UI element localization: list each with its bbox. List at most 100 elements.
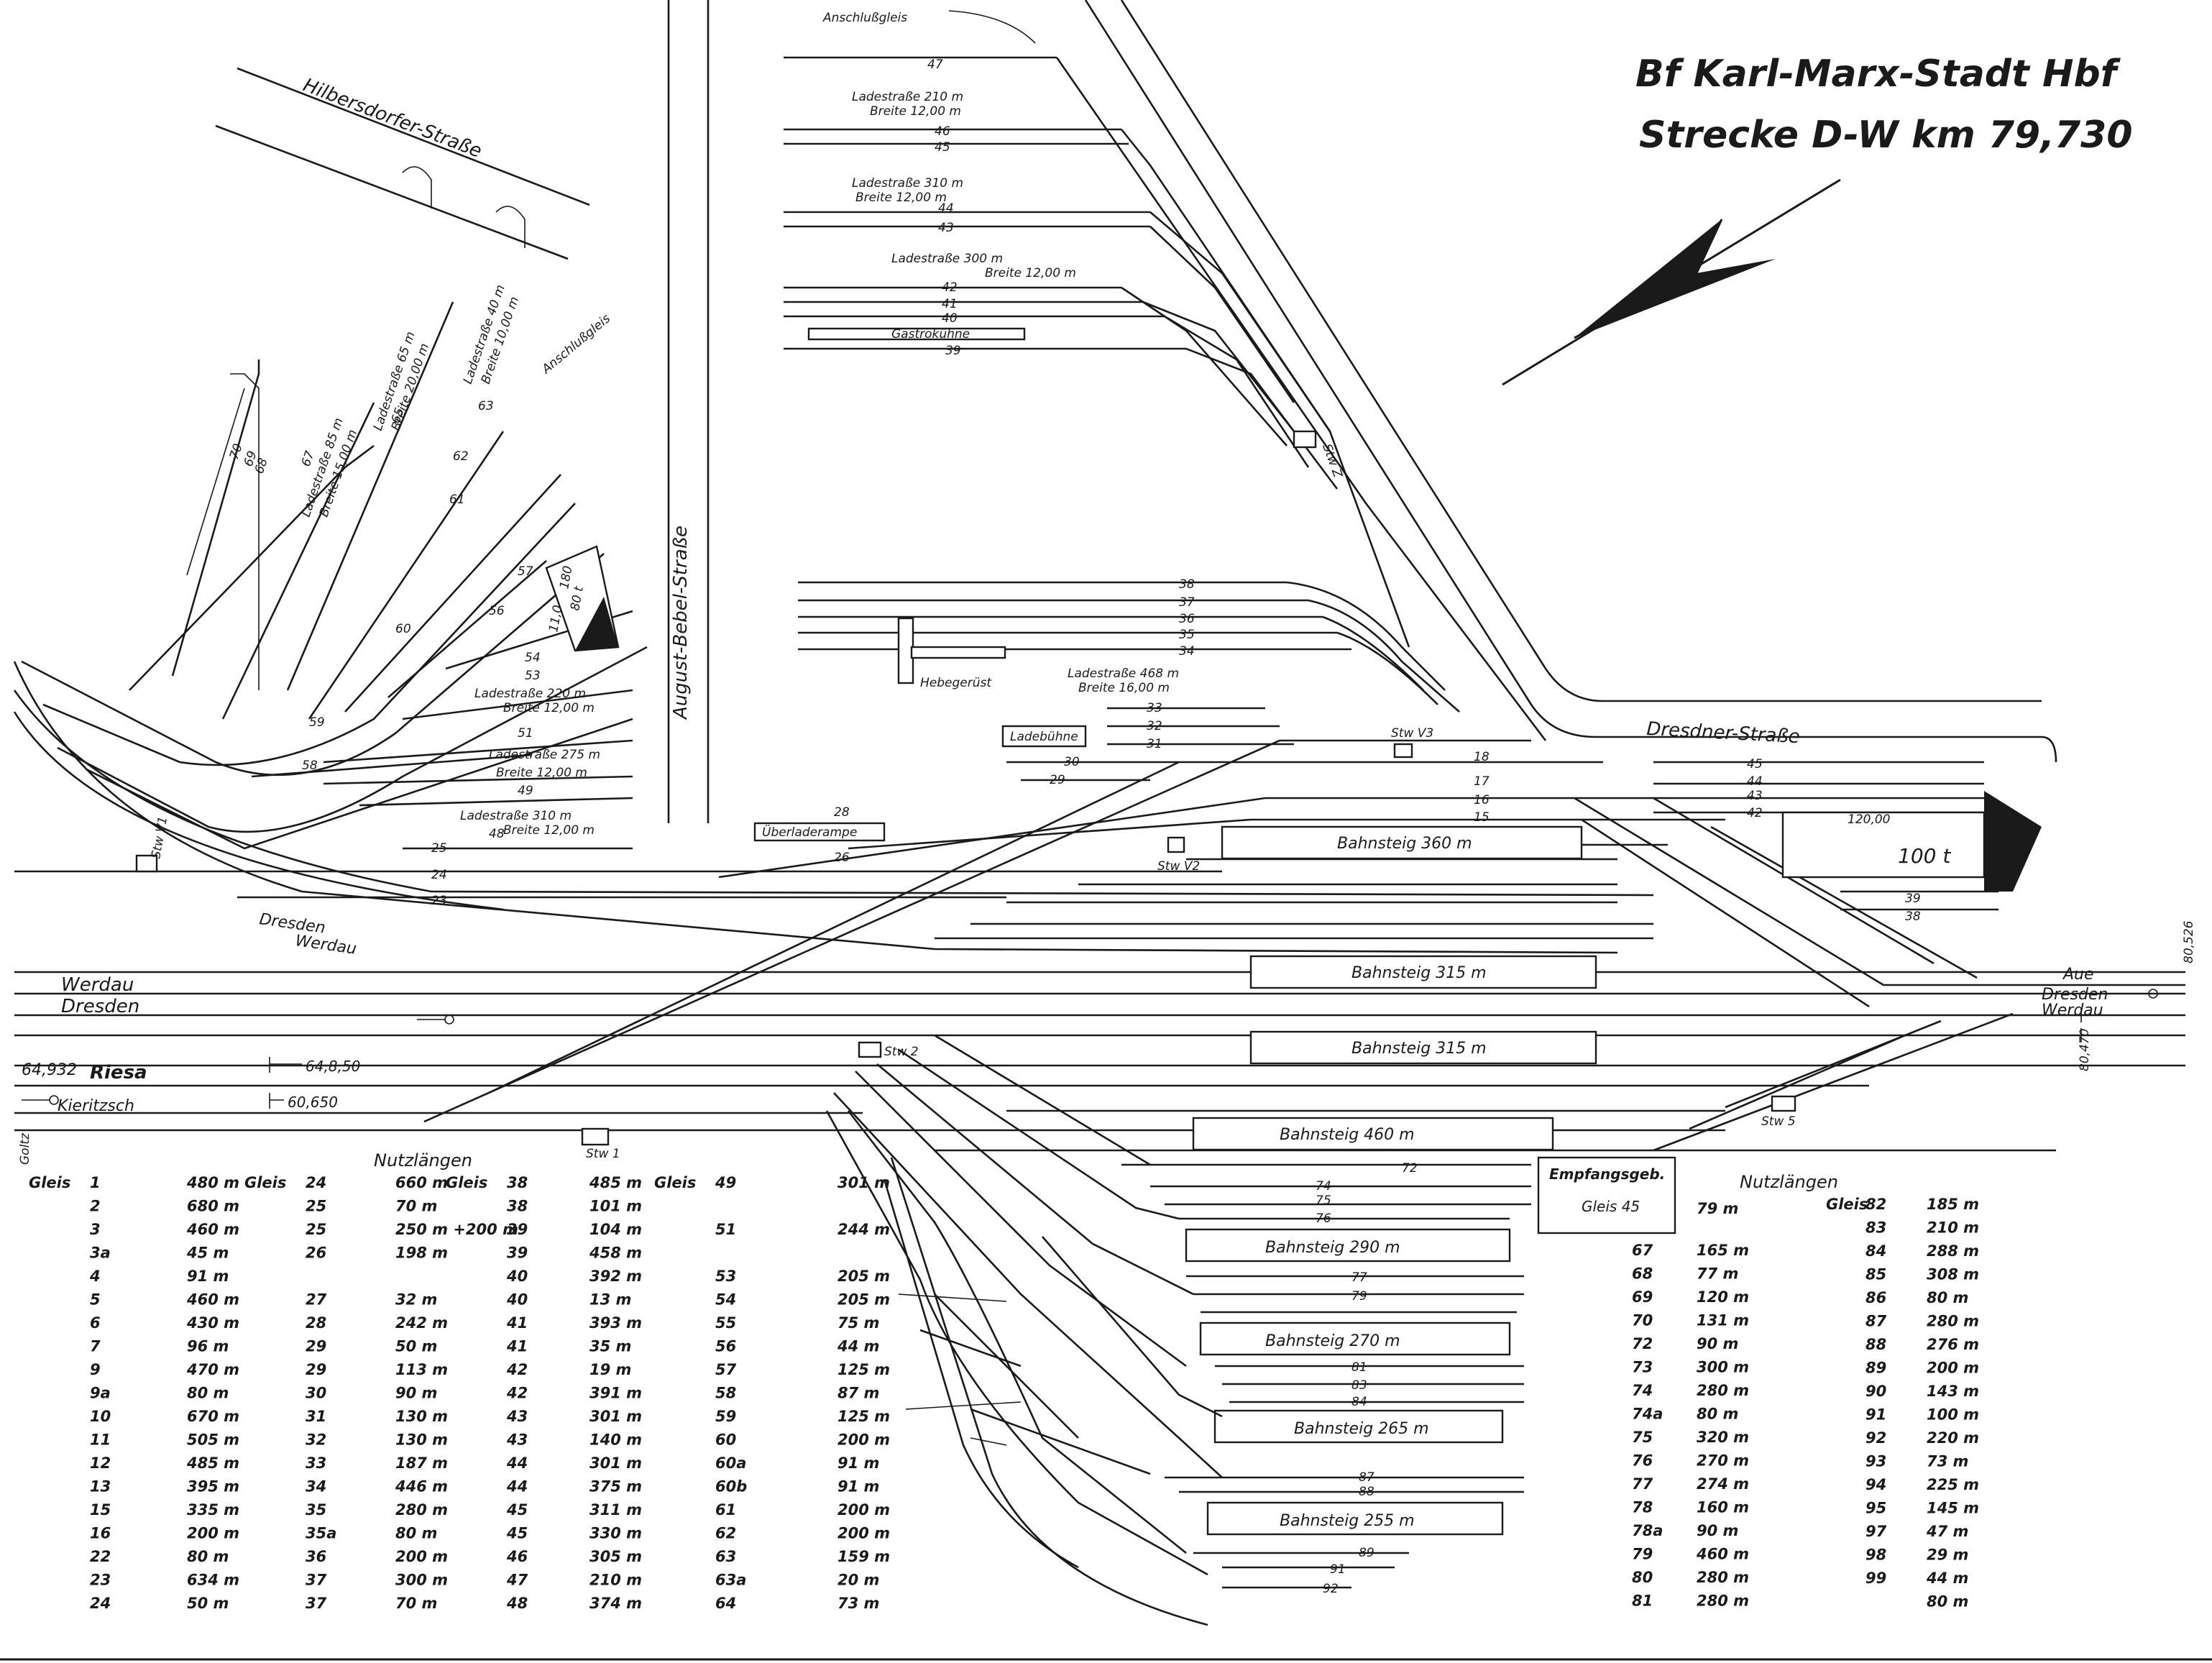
table-right-length: 460 m [1696, 1546, 1749, 1563]
table-left-gleis-header: Gleis [654, 1174, 696, 1191]
table-right-track-number: 74a [1632, 1406, 1663, 1423]
table-left-length: 205 m [837, 1291, 890, 1309]
platform-270-label: Bahnsteig 270 m [1265, 1332, 1400, 1350]
track-72: 72 [1402, 1161, 1418, 1176]
upper-station-tracks: 18 17 16 15 45 44 43 42 39 38 100 t 120,… [1474, 750, 2042, 924]
table-right-track-number: 88 [1865, 1336, 1886, 1353]
table-left-length: 458 m [589, 1245, 642, 1262]
table-left-track-number: 37 [306, 1595, 327, 1612]
table-left-length: 375 m [589, 1478, 642, 1495]
table-left-track-number: 56 [715, 1338, 736, 1355]
table-left-length: 140 m [589, 1431, 642, 1449]
table-right-track-number: 92 [1865, 1429, 1886, 1447]
table-right-length: 210 m [1927, 1219, 1979, 1237]
label-breite-275: Breite 12,00 m [496, 766, 587, 780]
table-left-gleis-header: Gleis [446, 1174, 487, 1191]
table-right-track-number: 67 [1632, 1242, 1653, 1259]
table-right-track-number: 86 [1865, 1289, 1886, 1306]
track-16: 16 [1474, 793, 1490, 807]
table-right-track-number: 76 [1632, 1452, 1653, 1470]
track-25: 25 [431, 841, 447, 856]
track-39: 39 [945, 344, 961, 358]
label-werdau-right: Werdau [2042, 1002, 2103, 1020]
table-left-track-number: 58 [715, 1385, 736, 1402]
street-dresdner: Dresdner-Straße [1646, 718, 1801, 748]
table-left-track-number: 43 [506, 1408, 528, 1425]
table-left-track-number: 57 [715, 1361, 737, 1378]
track-33: 33 [1147, 701, 1162, 715]
crane-120-label: 120,00 [1848, 812, 1890, 827]
table-left-track-number: 15 [90, 1501, 111, 1518]
label-km-kieritzsch-signal: 60,650 [288, 1094, 338, 1111]
table-right-length: 160 m [1697, 1499, 1749, 1516]
table-right-track-number: 87 [1865, 1313, 1887, 1330]
stw-z-building [1293, 430, 1317, 449]
stw-v1-label: Stw V1 [149, 815, 170, 860]
track-34: 34 [1179, 644, 1195, 659]
table-left-track-number: 61 [715, 1501, 736, 1518]
table-left-length: 130 m [395, 1431, 448, 1449]
gleis-45-label: Gleis 45 [1582, 1198, 1640, 1215]
label-breite-310b: Breite 12,00 m [503, 823, 595, 838]
table-right-length: 90 m [1697, 1335, 1738, 1352]
table-right-length: 80 m [1927, 1593, 1968, 1611]
table-left-track-number: 1 [90, 1174, 101, 1191]
track-48: 48 [489, 827, 505, 841]
table-left-track-number: 10 [90, 1408, 111, 1425]
platform-265-label: Bahnsteig 265 m [1294, 1420, 1429, 1438]
north-arrow-icon [1502, 178, 1841, 386]
table-right-length: 220 m [1927, 1429, 1979, 1447]
label-werdau-upper: Werdau [294, 932, 357, 958]
track-47: 47 [927, 58, 943, 72]
table-left-track-number: 37 [306, 1572, 327, 1589]
label-dresden-right: Dresden [2042, 986, 2108, 1004]
freight-yard-upper: Gastrokühne Anschlußgleis Ladestraße 210… [784, 10, 1547, 741]
table-left-length: 75 m [837, 1314, 879, 1332]
table-left-track-number: 60b [715, 1478, 747, 1495]
track-87: 87 [1359, 1470, 1375, 1485]
table-left-track-number: 13 [90, 1478, 111, 1495]
table-left-length: 50 m [395, 1338, 437, 1355]
platforms: Bahnsteig 360 m Bahnsteig 315 m Bahnstei… [1185, 825, 1676, 1536]
table-left-length: 330 m [589, 1525, 642, 1542]
table-left-track-number: 60 [715, 1431, 736, 1449]
table-right-track-number: 84 [1865, 1242, 1886, 1260]
table-left-length: 198 m [395, 1245, 448, 1262]
label-anschlussgleis-top: Anschlußgleis [822, 11, 907, 25]
table-left-length: 70 m [395, 1198, 437, 1215]
track-61: 61 [449, 493, 465, 507]
table-right-track-number: 99 [1865, 1570, 1886, 1587]
table-right-length: 270 m [1697, 1452, 1749, 1470]
track-67: 67 [299, 449, 318, 468]
table-left-length: 670 m [187, 1408, 239, 1425]
street-hilbersdorfer: Hilbersdorfer-Straße [300, 75, 485, 162]
table-right-gleis-header: Gleis [1826, 1196, 1868, 1213]
table-left-track-number: 42 [506, 1361, 528, 1378]
platform-315b [1249, 1030, 1597, 1065]
empfangsgebaeude-label: Empfangsgeb. [1549, 1165, 1665, 1183]
track-77: 77 [1351, 1270, 1367, 1285]
table-left-length: 200 m [837, 1525, 890, 1542]
platform-360-label: Bahnsteig 360 m [1337, 835, 1472, 853]
table-left-length: 87 m [837, 1385, 879, 1402]
table-left-track-number: 9a [90, 1385, 111, 1402]
table-right-length: 80 m [1697, 1406, 1738, 1423]
track-83: 83 [1351, 1378, 1367, 1393]
table-left-track-number: 28 [306, 1314, 326, 1332]
table-left-length: 91 m [837, 1454, 879, 1472]
table-left-length: 301 m [837, 1174, 890, 1191]
table-left-length: 20 m [837, 1572, 879, 1589]
table-right-track-number: 97 [1865, 1523, 1887, 1540]
track-35: 35 [1179, 628, 1195, 642]
table-right-track-number: 79 [1632, 1546, 1653, 1563]
table-left-track-number: 39 [507, 1245, 528, 1262]
stw-2-label: Stw 2 [884, 1045, 919, 1059]
track-89: 89 [1359, 1546, 1375, 1560]
table-left-length: 430 m [186, 1314, 239, 1332]
track-60: 60 [395, 622, 411, 636]
table-right-length: 274 m [1697, 1475, 1749, 1493]
table-left-length: 113 m [395, 1361, 448, 1378]
stw-v2-label: Stw V2 [1157, 859, 1200, 874]
title-line-1: Bf Karl-Marx-Stadt Hbf [1635, 52, 2121, 96]
